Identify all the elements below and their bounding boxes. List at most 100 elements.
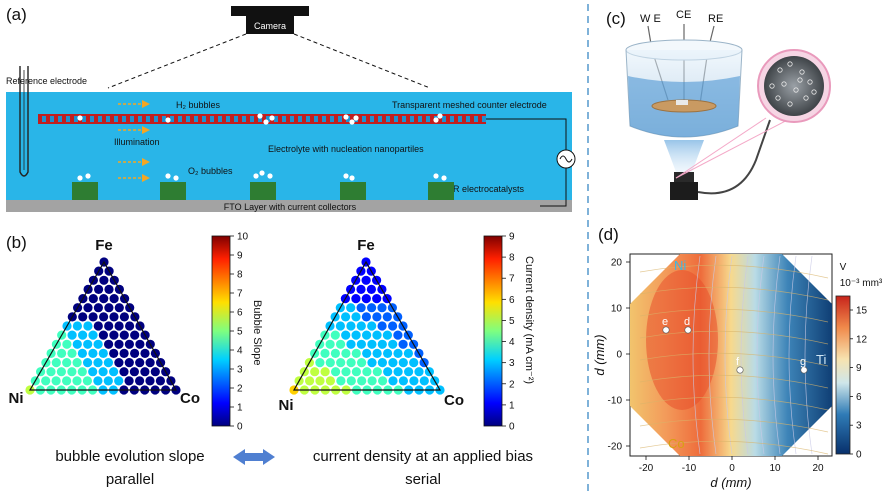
ternary-point	[129, 367, 139, 377]
ternary-point	[72, 321, 82, 331]
ternary-point	[388, 321, 398, 331]
map-xtick-label: -20	[639, 463, 654, 474]
caption-right-line2: serial	[405, 471, 441, 488]
ternary-point	[82, 376, 92, 386]
ternary-point	[335, 321, 345, 331]
colorbar-tick-label: 5	[509, 316, 515, 327]
ternary-point	[93, 358, 103, 368]
lens-bubble	[787, 101, 793, 107]
map-colorbar-title-1: V	[840, 262, 847, 273]
camera-view-line-left	[107, 33, 247, 89]
bubble	[77, 115, 83, 121]
circuit-wire-top	[486, 118, 567, 150]
fto-label: FTO Layer with current collectors	[224, 202, 357, 212]
map-xtick-label: 20	[812, 463, 824, 474]
electrolyte-label: Electrolyte with nucleation nanopartiles	[268, 144, 424, 154]
map-ytick-label: 10	[611, 304, 623, 315]
ternary-point	[361, 312, 371, 322]
bubble	[267, 173, 273, 179]
panel-a: (a) Camera FTO Layer with current collec…	[6, 5, 576, 212]
ternary-point	[325, 376, 335, 386]
lens-bubble	[797, 77, 803, 83]
ternary-point	[409, 376, 419, 386]
ternary-point	[155, 376, 165, 386]
ternary-point	[325, 358, 335, 368]
ternary-point	[114, 376, 124, 386]
ternary-point	[72, 376, 82, 386]
bubbles	[77, 113, 447, 181]
reference-electrode-label: Reference electrode	[6, 76, 87, 86]
ternary-outline	[292, 260, 442, 391]
ternary-point	[109, 312, 119, 322]
bubble	[343, 114, 349, 120]
ternary-point	[330, 348, 340, 358]
ternary-point	[62, 339, 72, 349]
ternary-point	[46, 367, 56, 377]
ternary-point	[356, 339, 366, 349]
ternary-point	[119, 367, 129, 377]
bubble	[253, 173, 259, 179]
colorbar-tick-label: 9	[509, 232, 515, 243]
ternary-map-bubble-slope	[25, 257, 181, 395]
colorbar-tick-label: 6	[509, 295, 515, 306]
ternary-point	[388, 358, 398, 368]
lens-bubble	[769, 83, 775, 89]
ternary-point	[419, 376, 429, 386]
map-xtick-label: -10	[682, 463, 697, 474]
ternary-point	[372, 330, 382, 340]
colorbar-tick-label: 4	[237, 346, 243, 357]
ternary-point	[382, 312, 392, 322]
ternary-point	[104, 339, 114, 349]
ternary-point	[114, 339, 124, 349]
ternary-point	[367, 321, 377, 331]
ternary-point	[72, 339, 82, 349]
bubble	[437, 113, 443, 119]
colorbar-tick-label: 1	[509, 400, 515, 411]
double-arrow-icon	[233, 449, 275, 465]
map-co-label: Co	[668, 436, 685, 451]
ternary-point	[78, 330, 88, 340]
bubble	[259, 170, 265, 176]
ternary-point	[57, 348, 67, 358]
camera-label: Camera	[254, 21, 286, 31]
ternary-point	[341, 348, 351, 358]
colorbar-current-density-title: Current density (mA cm⁻²)	[523, 256, 535, 384]
ternary-point	[372, 348, 382, 358]
h2-bubbles-label: H₂ bubbles	[176, 100, 221, 110]
ternary-point	[88, 312, 98, 322]
ternary-point	[72, 358, 82, 368]
bubble	[349, 119, 355, 125]
illumination-label: Illumination	[114, 137, 160, 147]
map-ytick-label: -10	[608, 396, 623, 407]
left-co-label: Co	[180, 390, 200, 407]
panel-a-label: (a)	[6, 5, 27, 24]
bubble	[269, 115, 275, 121]
ternary-point	[372, 312, 382, 322]
ternary-point	[372, 294, 382, 304]
ternary-outline	[28, 260, 178, 391]
catalyst-block	[72, 182, 98, 200]
colorbar-tick-label: 3	[509, 358, 515, 369]
ternary-point	[114, 358, 124, 368]
lens-bubble	[781, 81, 787, 87]
ternary-point	[346, 339, 356, 349]
bubble	[349, 175, 355, 181]
ternary-point	[135, 376, 145, 386]
ternary-point	[336, 358, 346, 368]
ternary-point	[367, 376, 377, 386]
ternary-point	[325, 339, 335, 349]
light-beam	[664, 140, 704, 172]
ternary-point	[124, 358, 134, 368]
ternary-point	[125, 321, 135, 331]
ternary-point	[361, 294, 371, 304]
colorbar-tick-label: 2	[237, 384, 243, 395]
ternary-point	[88, 330, 98, 340]
ternary-point	[393, 348, 403, 358]
map-point	[662, 326, 670, 334]
colorbar-bubble-slope	[211, 235, 231, 427]
map-ytick-label: 20	[611, 258, 623, 269]
ternary-point	[377, 339, 387, 349]
